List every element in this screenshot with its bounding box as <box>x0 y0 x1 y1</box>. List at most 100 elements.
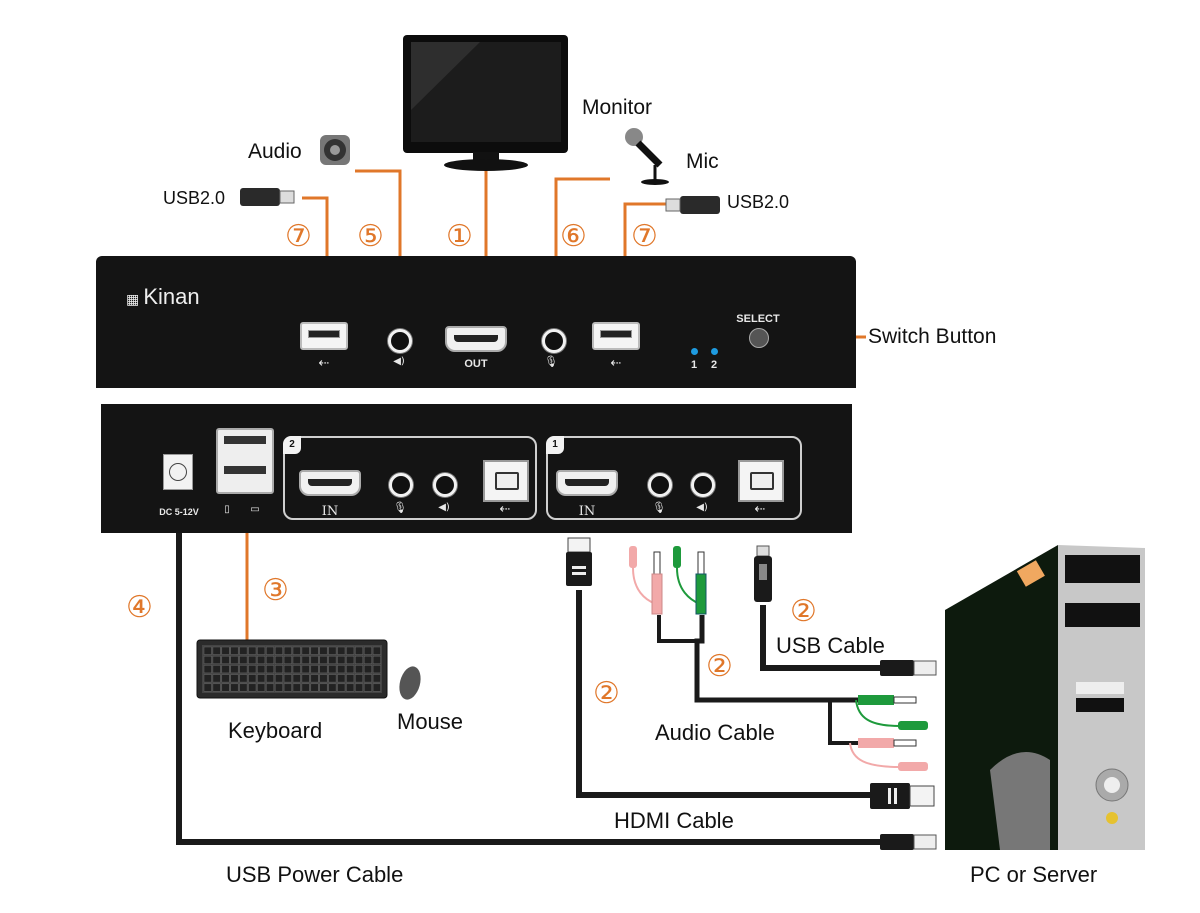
keyboard-key <box>328 674 337 683</box>
mic-plug-top <box>629 546 663 615</box>
usb-stick-right <box>665 196 720 214</box>
speaker-icon: ◀) <box>438 502 450 513</box>
keyboard-key <box>230 646 239 655</box>
power-label: DC 5-12V <box>159 507 199 517</box>
keyboard-key <box>292 674 301 683</box>
audio-plug-top <box>673 546 707 615</box>
audio-jack-2[interactable] <box>433 473 457 497</box>
keyboard-key <box>257 683 266 692</box>
led-1 <box>691 348 698 355</box>
keyboard-key <box>230 683 239 692</box>
keyboard-key <box>266 646 275 655</box>
keyboard-key <box>337 646 346 655</box>
keyboard-key <box>212 646 221 655</box>
keyboard-key <box>257 655 266 664</box>
microphone-image <box>625 128 669 185</box>
callout-5: ⑤ <box>357 219 384 254</box>
keyboard-label: Keyboard <box>228 718 323 743</box>
brand-name: Kinan <box>143 284 200 309</box>
mouse-port-icon: ▯ <box>224 504 230 515</box>
keyboard-key <box>274 674 283 683</box>
pc-image <box>945 545 1145 850</box>
kvm-back-panel: DC 5-12V ▯ ▭ 2 IN 🎙 ◀) ⇠ 1 IN 🎙 ◀) ⇠ <box>101 404 852 533</box>
audio-jack-1[interactable] <box>691 473 715 497</box>
brand-logo: ▦ Kinan <box>126 284 200 310</box>
brand-grid-icon: ▦ <box>126 291 139 307</box>
in-label-1: IN <box>578 504 596 519</box>
callout-2-usb: ② <box>790 594 817 629</box>
keyboard-key <box>372 683 381 692</box>
hdmi-cable-label: HDMI Cable <box>614 808 734 833</box>
led-1-label: 1 <box>690 359 698 371</box>
out-label: OUT <box>464 358 488 370</box>
keyboard-key <box>221 655 230 664</box>
keyboard-key <box>310 674 319 683</box>
keyboard-key <box>212 683 221 692</box>
callout-2-audio: ② <box>706 649 733 684</box>
front-usb-port-right[interactable] <box>592 322 640 350</box>
keyboard-key <box>319 655 328 664</box>
keyboard-key <box>301 674 310 683</box>
usb-b-port-2[interactable] <box>483 460 529 502</box>
keyboard-key <box>292 683 301 692</box>
keyboard-key <box>239 655 248 664</box>
select-label: SELECT <box>736 313 780 325</box>
usb-a-plug-right <box>880 660 937 676</box>
keyboard-key <box>328 655 337 664</box>
keyboard-key <box>239 674 248 683</box>
keyboard-key <box>230 655 239 664</box>
keyboard-key <box>292 655 301 664</box>
led-2 <box>711 348 718 355</box>
keyboard-key <box>283 674 292 683</box>
back-usb-ports-keyboard-mouse[interactable] <box>216 428 274 494</box>
select-switch-button[interactable] <box>749 328 769 348</box>
keyboard-key <box>319 665 328 674</box>
keyboard-key <box>230 674 239 683</box>
hdmi-in-port-1[interactable] <box>556 470 618 496</box>
dc-power-jack[interactable] <box>163 454 193 490</box>
callout-7-right: ⑦ <box>631 219 658 254</box>
keyboard-key <box>372 674 381 683</box>
front-audio-jack[interactable] <box>388 329 412 353</box>
keyboard-key <box>328 646 337 655</box>
keyboard-key <box>363 683 372 692</box>
keyboard-key <box>248 655 257 664</box>
keyboard-key <box>266 683 275 692</box>
keyboard-key <box>283 683 292 692</box>
switch-button-label: Switch Button <box>868 325 997 348</box>
keyboard-key <box>248 674 257 683</box>
hdmi-in-port-2[interactable] <box>299 470 361 496</box>
keyboard-key <box>248 683 257 692</box>
keyboard-key <box>212 674 221 683</box>
keyboard-key <box>248 646 257 655</box>
mic-jack-1[interactable] <box>648 473 672 497</box>
keyboard-key <box>363 646 372 655</box>
hdmi-out-port[interactable] <box>445 326 507 352</box>
keyboard-key <box>301 646 310 655</box>
keyboard-key <box>310 665 319 674</box>
mic-jack-2[interactable] <box>389 473 413 497</box>
callout-3: ③ <box>262 573 289 608</box>
in-label-2: IN <box>321 504 339 519</box>
usb-stick-left <box>240 188 295 206</box>
keyboard-key <box>301 655 310 664</box>
keyboard-key <box>372 655 381 664</box>
led-2-label: 2 <box>710 359 718 371</box>
keyboard-key <box>266 655 275 664</box>
keyboard-key <box>212 665 221 674</box>
group-2-tag: 2 <box>283 436 301 454</box>
keyboard-key <box>355 655 364 664</box>
front-usb-port-left[interactable] <box>300 322 348 350</box>
keyboard-key <box>355 674 364 683</box>
front-mic-jack[interactable] <box>542 329 566 353</box>
usb-power-cable <box>176 533 880 845</box>
keyboard-key <box>212 655 221 664</box>
audio-plug-right <box>855 695 928 730</box>
audio-cable-label: Audio Cable <box>655 720 775 745</box>
usb-power-plug-right <box>880 834 937 850</box>
speaker-image <box>320 135 350 165</box>
audio-label: Audio <box>248 140 302 163</box>
usb-b-port-1[interactable] <box>738 460 784 502</box>
port-group-1: 1 IN 🎙 ◀) ⇠ <box>546 436 802 520</box>
pc-label: PC or Server <box>970 862 1098 887</box>
